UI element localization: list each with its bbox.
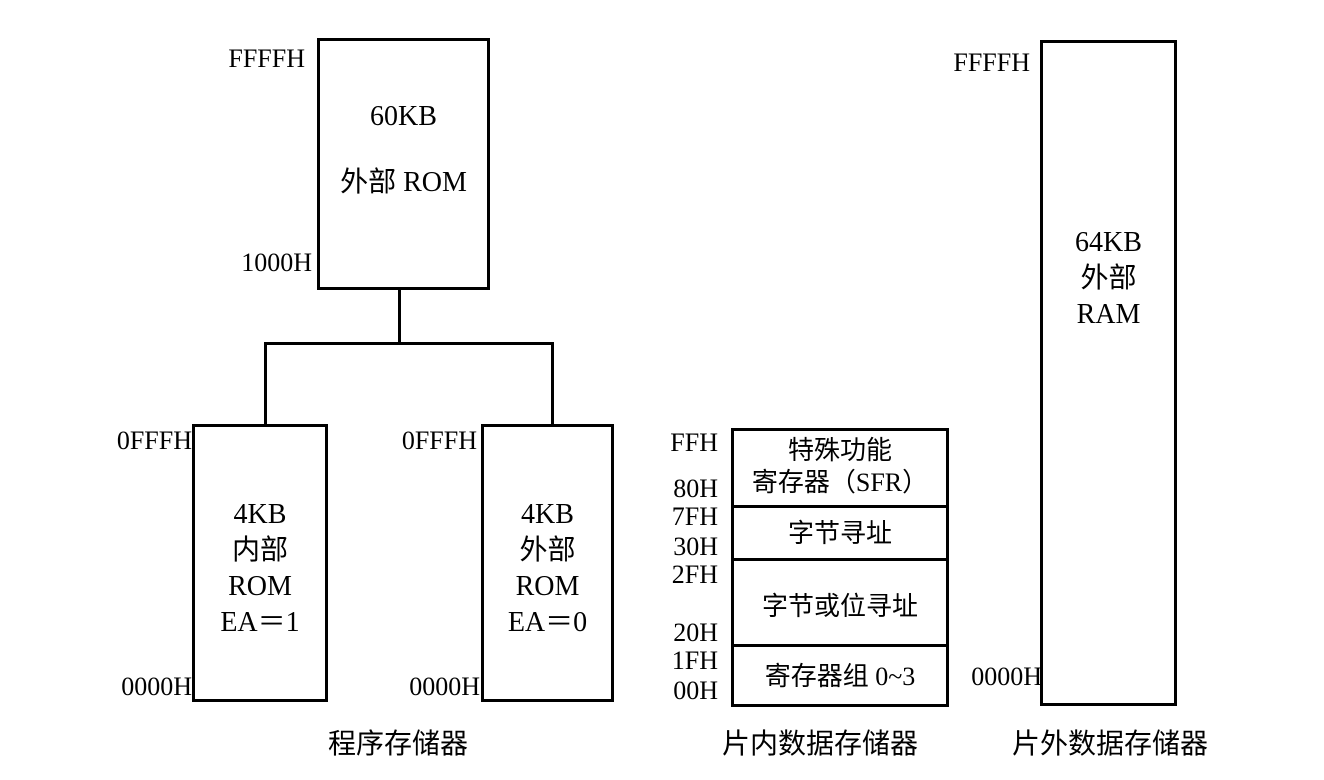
bit-addressable-block: 字节或位寻址 (731, 558, 949, 647)
byte-addr-bottom: 30H (673, 532, 718, 561)
ext-rom-low-size: 4KB (521, 499, 574, 530)
ext-ram-size: 64KB (1075, 227, 1142, 258)
reg-banks-label: 寄存器组 0~3 (764, 662, 916, 691)
internal-data-memory-caption: 片内数据存储器 (722, 729, 919, 760)
int-rom-condition: EA＝1 (220, 607, 300, 638)
external-ram-block: 64KB 外部 RAM (1040, 40, 1177, 706)
byte-addressable-block: 字节寻址 (731, 505, 949, 561)
ext-rom-low-label: 外部 (519, 535, 576, 566)
int-rom-addr-top: 0FFFH (116, 426, 192, 455)
program-memory-caption: 程序存储器 (328, 729, 469, 760)
external-data-memory-caption: 片外数据存储器 (1012, 729, 1209, 760)
reg-addr-bottom: 00H (673, 676, 718, 705)
int-rom-label: 内部 (231, 535, 288, 566)
sfr-line1: 特殊功能 (787, 436, 892, 465)
ext-rom-low-type: ROM (515, 571, 580, 602)
ext-ram-addr-top: FFFFH (953, 48, 1030, 77)
ext-rom-low-addr-top: 0FFFH (401, 426, 477, 455)
sfr-addr-bottom: 80H (673, 474, 718, 503)
ext-rom-low-addr-bottom: 0000H (409, 672, 480, 701)
byte-addr-top: 7FH (671, 502, 718, 531)
bit-addr-label: 字节或位寻址 (761, 592, 918, 621)
external-rom-low-block: 4KB 外部 ROM EA＝0 (481, 424, 614, 702)
ext-ram-addr-bottom: 0000H (971, 662, 1042, 691)
int-rom-size: 4KB (233, 499, 287, 530)
ext-ram-type: RAM (1076, 299, 1141, 330)
ext-rom-low-condition: EA＝0 (507, 607, 588, 638)
ext-ram-label: 外部 (1080, 263, 1137, 294)
register-banks-block: 寄存器组 0~3 (731, 644, 949, 707)
ext-rom-size: 60KB (370, 101, 437, 132)
bit-addr-top: 2FH (671, 560, 718, 589)
external-rom-block: 60KB 外部 ROM (317, 38, 490, 290)
connector-right (551, 342, 554, 426)
sfr-line2: 寄存器（SFR） (751, 468, 929, 497)
sfr-addr-top: FFH (670, 428, 718, 457)
connector-stem (398, 290, 401, 344)
ext-rom-label: 外部 ROM (340, 167, 467, 198)
connector-left (264, 342, 267, 426)
ext-rom-addr-top: FFFFH (228, 44, 305, 73)
ext-rom-addr-bottom: 1000H (241, 248, 312, 277)
bit-addr-bottom: 20H (673, 618, 718, 647)
connector-bar (264, 342, 554, 345)
sfr-block: 特殊功能 寄存器（SFR） (731, 428, 949, 508)
byte-addr-label: 字节寻址 (787, 519, 892, 548)
int-rom-type: ROM (228, 571, 292, 602)
internal-rom-block: 4KB 内部 ROM EA＝1 (192, 424, 328, 702)
reg-addr-top: 1FH (671, 646, 718, 675)
int-rom-addr-bottom: 0000H (121, 672, 192, 701)
